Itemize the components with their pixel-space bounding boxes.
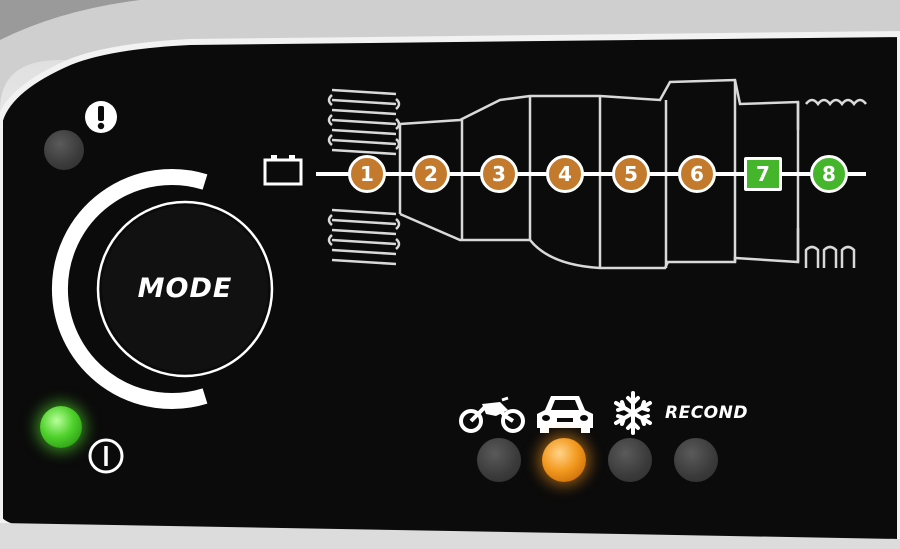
charging-curve-graphic — [327, 78, 867, 270]
recond-mode-led — [674, 438, 718, 482]
error-led — [44, 130, 84, 170]
battery-icon — [263, 155, 303, 186]
exclamation-icon — [85, 101, 117, 133]
step-7: 7 — [744, 157, 782, 191]
step-1: 1 — [348, 155, 386, 193]
motorcycle-mode-led — [477, 438, 521, 482]
step-6: 6 — [678, 155, 716, 193]
step-5: 5 — [612, 155, 650, 193]
car-icon[interactable] — [531, 388, 599, 434]
motorcycle-icon[interactable] — [458, 394, 526, 434]
car-mode-led — [542, 438, 586, 482]
step-3: 3 — [480, 155, 518, 193]
recond-label[interactable]: RECOND — [665, 403, 748, 423]
power-icon — [88, 438, 124, 474]
power-led — [40, 406, 82, 448]
step-8: 8 — [810, 155, 848, 193]
cold-mode-led — [608, 438, 652, 482]
mode-button-label: MODE — [137, 273, 233, 304]
step-2: 2 — [412, 155, 450, 193]
snowflake-icon[interactable] — [610, 390, 656, 436]
step-4: 4 — [546, 155, 584, 193]
